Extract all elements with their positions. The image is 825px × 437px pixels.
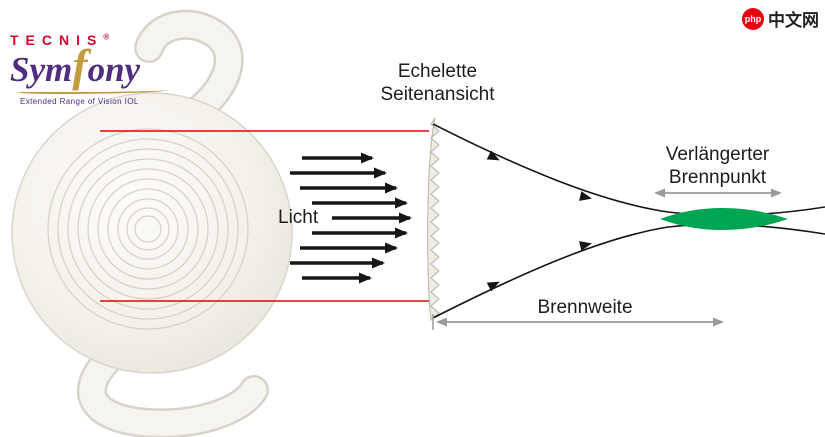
ray-arrowhead bbox=[579, 241, 592, 251]
registered-mark: ® bbox=[103, 32, 110, 42]
php-cn-watermark: php 中文网 bbox=[742, 6, 819, 31]
echelette-profile bbox=[427, 117, 440, 322]
product-name: Symfony bbox=[10, 43, 195, 90]
lens-diffractive-rings bbox=[47, 128, 249, 330]
brand-name: TECNIS® bbox=[10, 32, 195, 48]
product-name-f: f bbox=[72, 40, 88, 91]
converging-ray-paths bbox=[432, 123, 825, 319]
ray-arrowhead bbox=[579, 191, 592, 201]
extended-focus-ellipse bbox=[660, 208, 788, 230]
product-name-post: ony bbox=[87, 50, 141, 89]
lens-optic-plate bbox=[11, 92, 293, 374]
ray-arrowhead bbox=[486, 281, 500, 292]
product-name-pre: Sym bbox=[10, 50, 73, 89]
php-logo-icon: php bbox=[742, 7, 764, 30]
watermark-text: 中文网 bbox=[768, 11, 819, 30]
light-ray-arrows bbox=[290, 152, 412, 284]
ray-arrowhead bbox=[486, 150, 500, 161]
lens-haptic-bottom-fill bbox=[79, 343, 267, 436]
light-label: Licht bbox=[278, 207, 319, 228]
ray-arrowheads bbox=[486, 150, 592, 292]
echelette-label-line1: Echelette bbox=[397, 61, 478, 82]
gold-swoosh-underline bbox=[18, 88, 168, 94]
converging-ray-top bbox=[432, 123, 825, 216]
lens-haptic-top-fill bbox=[136, 12, 242, 125]
brand-tagline: Extended Range of Vision IOL bbox=[20, 97, 139, 106]
extended-focus-label-line2: Brennpunkt bbox=[668, 167, 767, 188]
extended-focus-label: Verlängerter Brennpunkt bbox=[635, 143, 800, 189]
focal-length-label: Brennweite bbox=[537, 297, 633, 318]
brand-name-text: TECNIS bbox=[10, 32, 104, 48]
iol-lens-illustration bbox=[11, 9, 293, 437]
converging-ray-bottom bbox=[432, 223, 825, 319]
echelette-label-line2: Seitenansicht bbox=[380, 84, 495, 105]
extended-focus-label-line1: Verlängerter bbox=[665, 144, 770, 165]
tecnis-symfony-logo: TECNIS® Symfony Extended Range of Vision… bbox=[10, 32, 195, 106]
echelette-label: Echelette Seitenansicht bbox=[355, 60, 520, 106]
